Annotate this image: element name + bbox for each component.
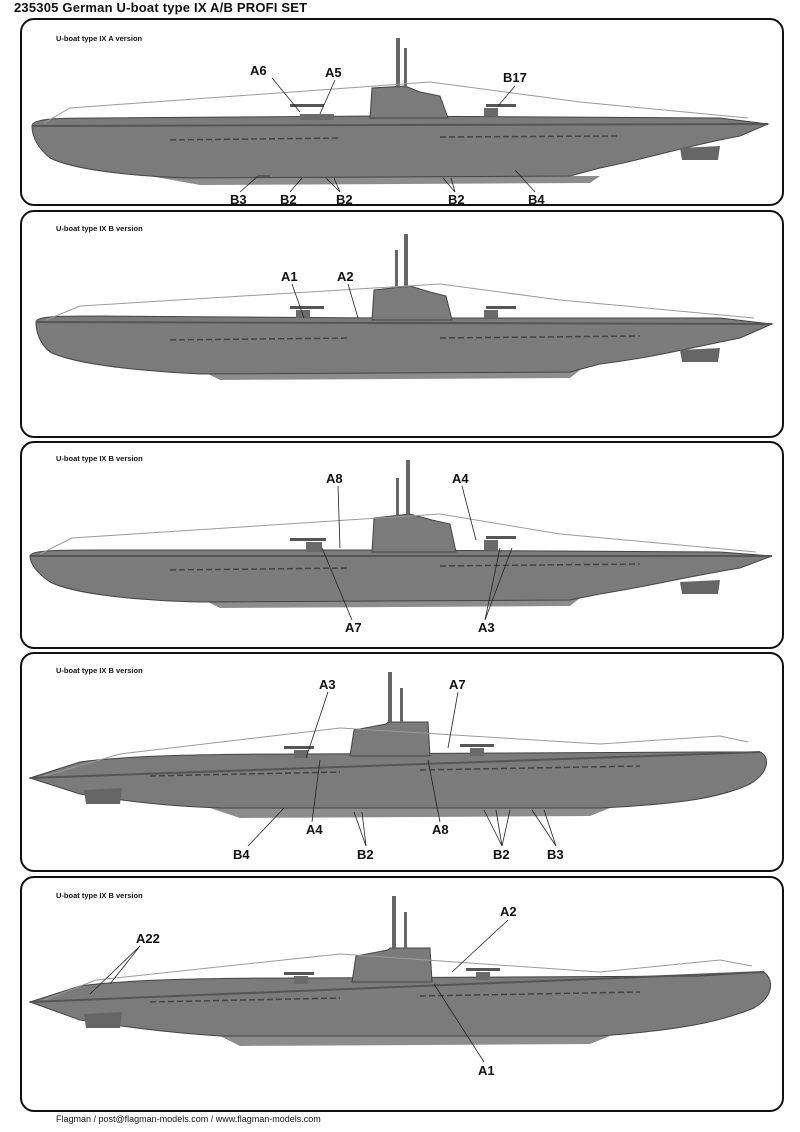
panel-label: U-boat type IX B version [56,666,143,675]
callout-label: A7 [345,620,362,635]
callout-label: B4 [233,847,250,862]
callout-label: B2 [280,192,297,207]
callout-label: B2 [357,847,374,862]
callout-label: A22 [136,931,160,946]
panel-label: U-boat type IX B version [56,891,143,900]
panel-label: U-boat type IX A version [56,34,143,43]
callout-label: B3 [230,192,247,207]
callout-label: B2 [493,847,510,862]
callout-label: B2 [448,192,465,207]
callout-label: A4 [306,822,323,837]
sheet-title: 235305 German U-boat type IX A/B PROFI S… [14,0,308,15]
callout-label: A4 [452,471,469,486]
callout-label: A7 [449,677,466,692]
panel-label: U-boat type IX B version [56,454,143,463]
callout-label: B17 [503,70,527,85]
callout-label: A6 [250,63,267,78]
panel-label: U-boat type IX B version [56,224,143,233]
callout-label: A2 [337,269,354,284]
callout-label: A8 [326,471,343,486]
footer-credits: Flagman / post@flagman-models.com / www.… [56,1114,321,1124]
callout-label: A3 [478,620,495,635]
callout-label: B4 [528,192,545,207]
callout-label: A5 [325,65,342,80]
callout-label: B2 [336,192,353,207]
callout-label: A8 [432,822,449,837]
callout-label: A1 [281,269,298,284]
callout-label: A2 [500,904,517,919]
callout-label: A3 [319,677,336,692]
callout-label: B3 [547,847,564,862]
callout-label: A1 [478,1063,495,1078]
